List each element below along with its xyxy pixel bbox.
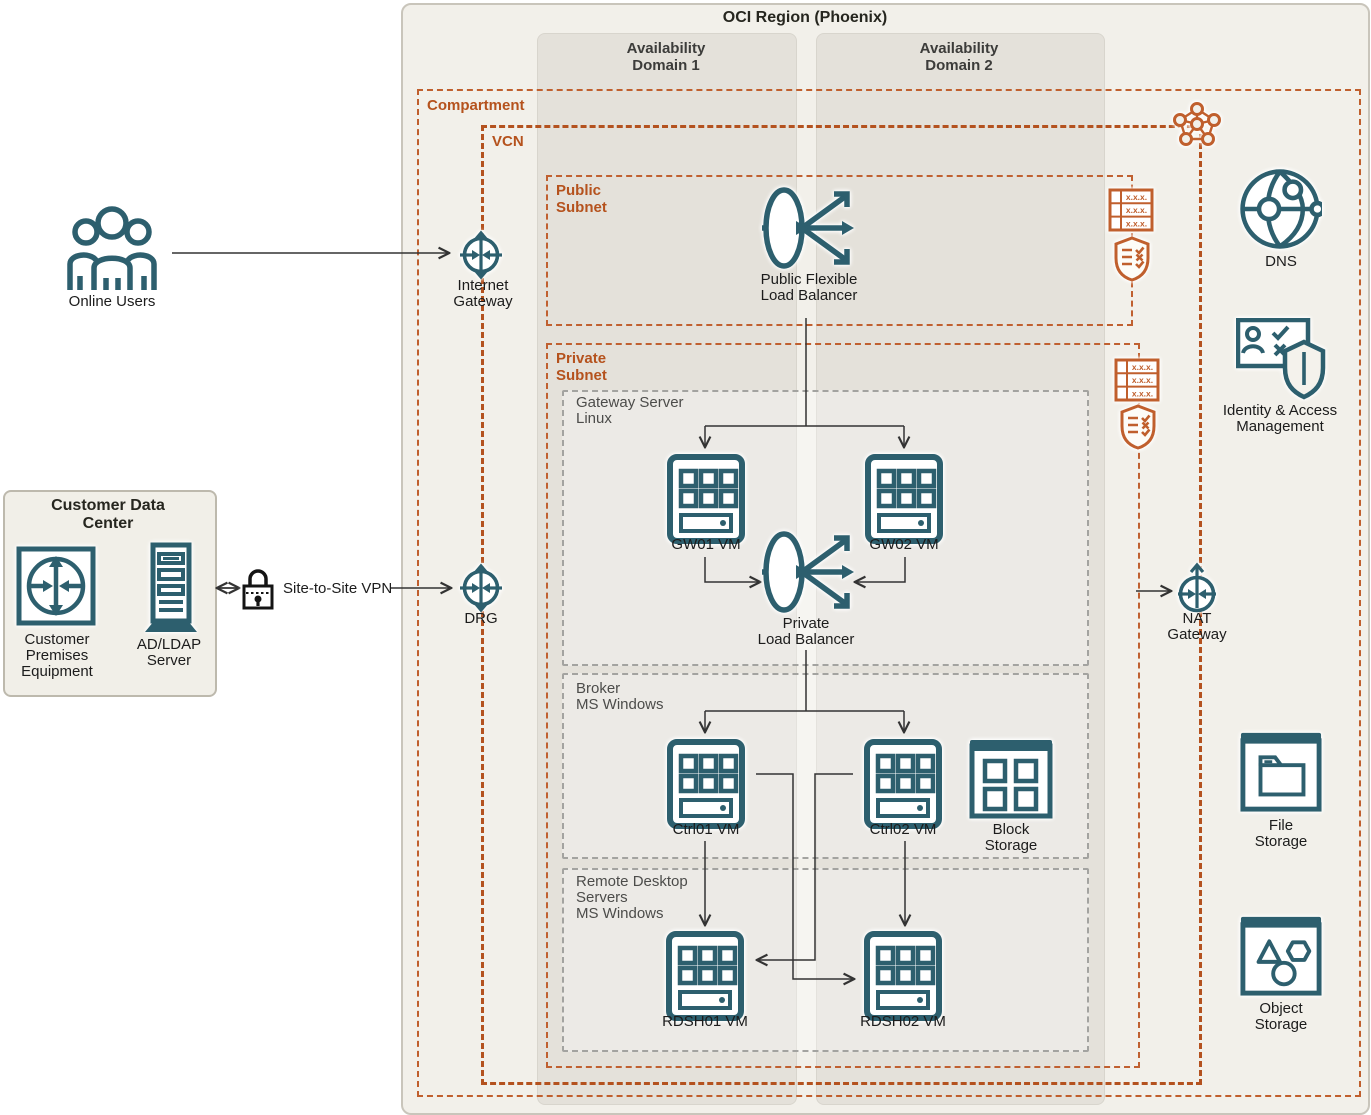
gateway-server-group bbox=[562, 390, 1089, 666]
private-security-list-icon bbox=[1119, 404, 1157, 450]
gw02-vm-label: GW02 VM bbox=[869, 536, 939, 553]
dns-label: DNS bbox=[1265, 253, 1297, 270]
ctrl02-vm-icon bbox=[863, 738, 943, 830]
site-to-site-vpn-label: Site-to-Site VPN bbox=[283, 580, 393, 597]
internet-gateway-icon bbox=[457, 227, 505, 283]
gw02-vm-icon bbox=[864, 453, 944, 545]
vpn-lock-icon bbox=[240, 566, 276, 612]
rdsh01-vm-label: RDSH01 VM bbox=[662, 1013, 748, 1030]
block-storage-icon bbox=[968, 738, 1054, 820]
private-route-table-icon: x.x.x. x.x.x. x.x.x. bbox=[1114, 358, 1160, 402]
nat-gateway-icon bbox=[1173, 560, 1221, 616]
drg-icon bbox=[457, 560, 505, 616]
rdsh02-vm-icon bbox=[863, 930, 943, 1022]
ctrl01-vm-icon bbox=[666, 738, 746, 830]
public-security-list-icon bbox=[1113, 236, 1151, 282]
gw01-vm-icon bbox=[666, 453, 746, 545]
public-load-balancer-icon bbox=[762, 186, 858, 271]
dns-icon bbox=[1238, 167, 1322, 251]
identity-access-management-icon bbox=[1236, 318, 1326, 400]
vcn-cluster-icon bbox=[1172, 101, 1222, 149]
svg-text:x.x.x.: x.x.x. bbox=[1126, 192, 1147, 202]
svg-text:x.x.x.: x.x.x. bbox=[1126, 205, 1147, 215]
customer-premises-equipment-icon bbox=[16, 546, 96, 628]
ctrl01-vm-label: Ctrl01 VM bbox=[672, 821, 740, 838]
online-users-icon bbox=[56, 206, 168, 290]
online-users-label: Online Users bbox=[68, 293, 156, 310]
file-storage-icon bbox=[1239, 730, 1323, 814]
svg-text:x.x.x.: x.x.x. bbox=[1126, 218, 1147, 228]
drg-label: DRG bbox=[464, 610, 498, 627]
ctrl02-vm-label: Ctrl02 VM bbox=[869, 821, 937, 838]
svg-text:x.x.x.: x.x.x. bbox=[1132, 362, 1153, 372]
region-title: OCI Region (Phoenix) bbox=[722, 9, 888, 26]
private-load-balancer-icon bbox=[762, 530, 858, 615]
svg-text:x.x.x.: x.x.x. bbox=[1132, 375, 1153, 385]
object-storage-icon bbox=[1239, 914, 1323, 998]
rdsh01-vm-icon bbox=[665, 930, 745, 1022]
gw01-vm-label: GW01 VM bbox=[671, 536, 741, 553]
compartment bbox=[417, 89, 1361, 1097]
svg-text:x.x.x.: x.x.x. bbox=[1132, 388, 1153, 398]
compartment-label: Compartment bbox=[427, 97, 525, 114]
ad-ldap-server-icon bbox=[143, 542, 199, 634]
rdsh02-vm-label: RDSH02 VM bbox=[860, 1013, 946, 1030]
public-route-table-icon: x.x.x. x.x.x. x.x.x. bbox=[1108, 188, 1154, 232]
vcn-label: VCN bbox=[492, 133, 524, 150]
